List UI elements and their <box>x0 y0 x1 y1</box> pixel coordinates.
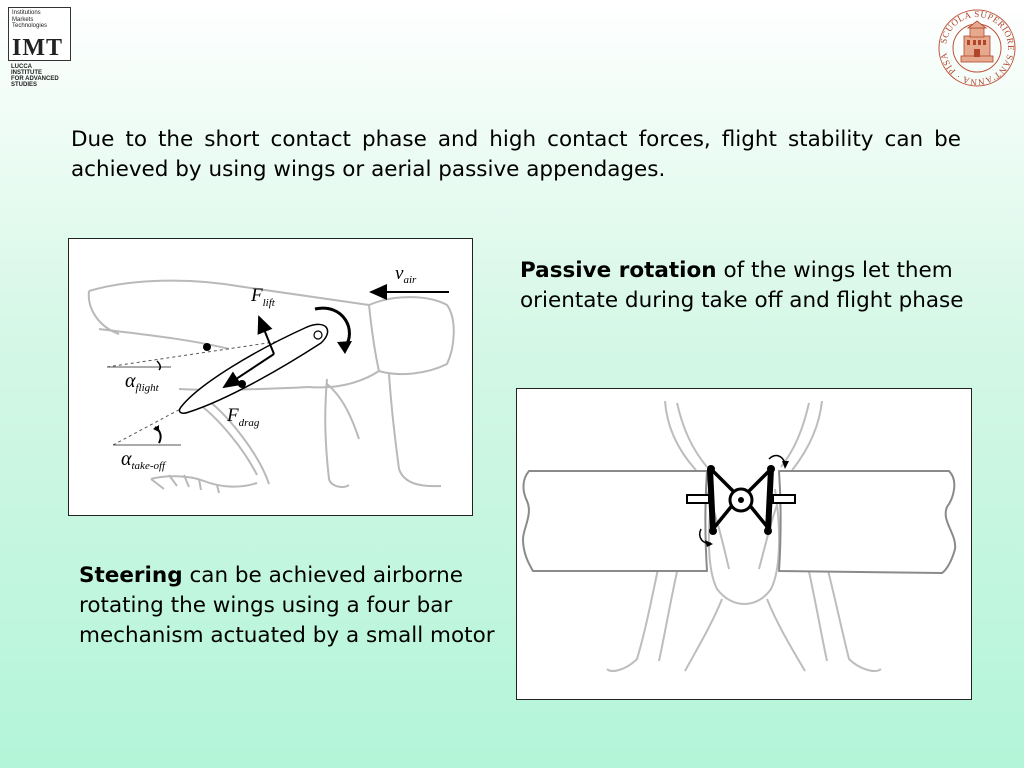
v-air-label: vair <box>395 263 417 286</box>
passive-rotation-bold: Passive rotation <box>520 258 717 283</box>
imt-logo-box: Institutions Markets Technologies IMT <box>8 7 71 61</box>
steering-rest: can be achieved airborne rotating the wi… <box>79 563 495 648</box>
four-bar-mechanism <box>686 465 796 535</box>
four-bar-mechanism-figure <box>516 388 972 700</box>
alpha-flight-label: αflight <box>125 370 160 394</box>
imt-logo-small-text: Institutions Markets Technologies <box>12 10 48 29</box>
lift-arrow <box>257 315 275 355</box>
intro-paragraph: Due to the short contact phase and high … <box>71 127 961 182</box>
passive-rotation-text: Passive rotation of the wings let them o… <box>520 256 970 316</box>
imt-logo-subtitle: LUCCA INSTITUTE FOR ADVANCED STUDIES <box>11 64 59 88</box>
grasshopper-outline <box>87 279 455 494</box>
passive-rotation-rest: of the wings let them orientate during t… <box>520 258 964 313</box>
wing-shape <box>178 323 329 414</box>
steering-bold: Steering <box>79 563 183 588</box>
wing-forces-figure: vair Flift Fdrag αflight αtake-off <box>68 238 473 516</box>
imt-logo-big-text: IMT <box>12 35 63 61</box>
f-drag-label: Fdrag <box>226 405 260 429</box>
steering-text: Steering can be achieved airborne rotati… <box>79 561 499 651</box>
drag-arrow <box>222 353 275 389</box>
university-seal-icon: SCUOLA SUPERIORE SANT'ANNA · PISA · <box>935 0 1017 88</box>
wings-outline <box>522 470 957 574</box>
imt-logo: Institutions Markets Technologies IMT LU… <box>8 7 84 88</box>
alpha-takeoff-label: αtake-off <box>121 448 167 472</box>
f-lift-label: Flift <box>250 285 276 309</box>
